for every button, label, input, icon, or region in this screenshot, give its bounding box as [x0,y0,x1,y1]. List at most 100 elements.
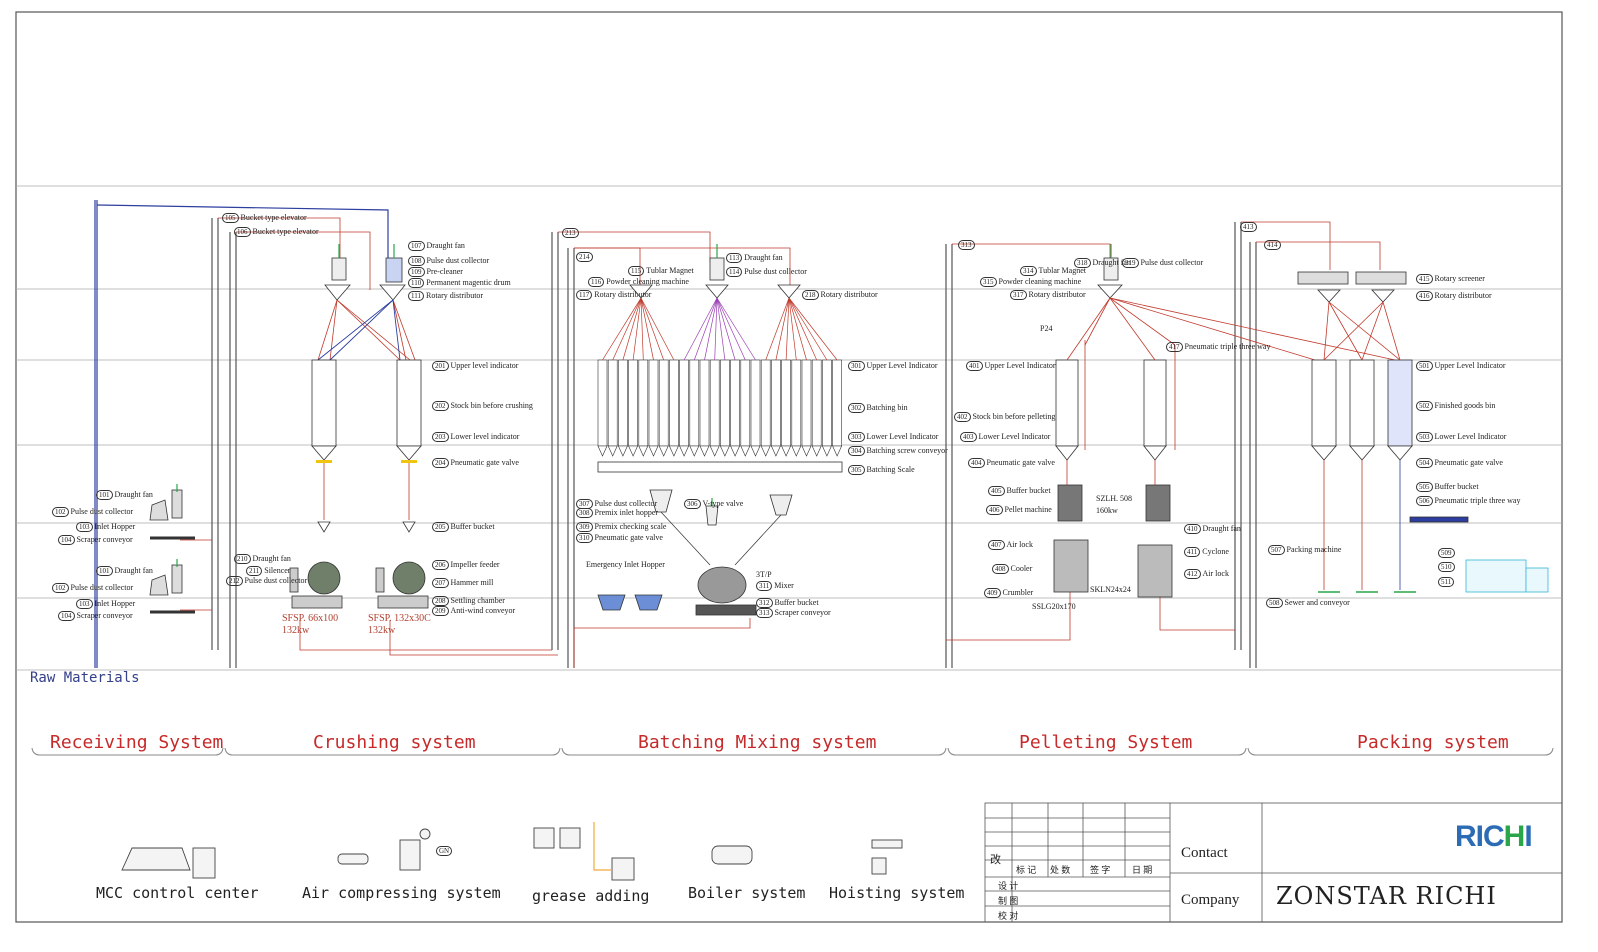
distribution-line [602,297,642,361]
distribution-line [716,297,726,361]
distribution-line [693,297,718,361]
distribution-line [714,297,718,361]
batching-bin [791,359,802,447]
batching-bin [811,359,822,447]
batching-bin-hopper [699,445,710,457]
tb-side-label: 制 图 [998,896,1019,906]
packing-label: 511 [1438,577,1456,587]
mill-model-label: SFSP. 132x30C [368,613,431,624]
grease-tag: GN [436,846,454,856]
batching-bin [638,359,649,447]
batching-bin-hopper [760,445,771,457]
batching-bin-hopper [832,445,843,457]
section-title: Pelleting System [1019,732,1193,753]
receiving-equipment [149,489,195,614]
batching-bin-hopper [791,445,802,457]
mill-model-label: 132kw [368,625,396,636]
tb-row-label: 签 字 [1090,865,1111,875]
batching-bin-hopper [801,445,812,457]
distribution-line [622,297,642,361]
richi-logo: RICHI [1455,820,1533,853]
distribution-line [716,297,746,361]
pelleting-label: SKLN24x24 [1090,585,1131,594]
company-label: Company [1181,892,1240,908]
batching-bin [740,359,751,447]
distribution-line [785,297,790,361]
batching-bin [628,359,638,447]
section-title: Crushing system [313,732,476,753]
batching-bin [822,359,832,447]
batching-bin-hopper [668,445,679,457]
tb-side-label: 设 计 [998,881,1019,891]
distribution-line [640,297,644,361]
batching-bin [607,359,618,447]
pelleting-label: SSLG20x170 [1032,602,1076,611]
legend-icons [121,827,903,881]
batching-bin [760,359,771,447]
batching_top-label: 214 [576,252,595,262]
distribution-line [788,297,818,361]
batching-bin [618,359,628,447]
distribution-line [716,297,756,361]
distribution-line [704,297,718,361]
batching-bin [669,359,679,447]
pelleting-label: P24 [1040,324,1053,333]
tb-row-label: 标 记 [1016,865,1037,875]
distribution-line [765,297,790,361]
raw-materials-label: Raw Materials [30,670,140,686]
batching-bin [720,359,730,447]
pelleting-label: 160kw [1096,506,1118,515]
batching-bin [648,359,659,447]
section-title: Packing system [1357,732,1509,753]
batching-bin [750,359,761,447]
batching-bin-hopper [628,445,639,457]
legend-air-compressing: Air compressing system [302,884,501,902]
rev-mark: 改 [990,854,1001,866]
batching-bin-hopper [597,445,608,457]
batching-bin [781,359,791,447]
batching-bin [801,359,812,447]
batching-bin [689,359,700,447]
batching-bin-hopper [638,445,649,457]
packing-label: 510 [1438,562,1457,572]
batching-bin-hopper [730,445,741,457]
batching-bin-hopper [770,445,781,457]
section-title: Batching Mixing system [638,732,877,753]
batching-bin-hopper [781,445,792,457]
batching-bin-hopper [709,445,720,457]
batching-bin-hopper [658,445,669,457]
pelleting-label: 313 [958,240,977,250]
